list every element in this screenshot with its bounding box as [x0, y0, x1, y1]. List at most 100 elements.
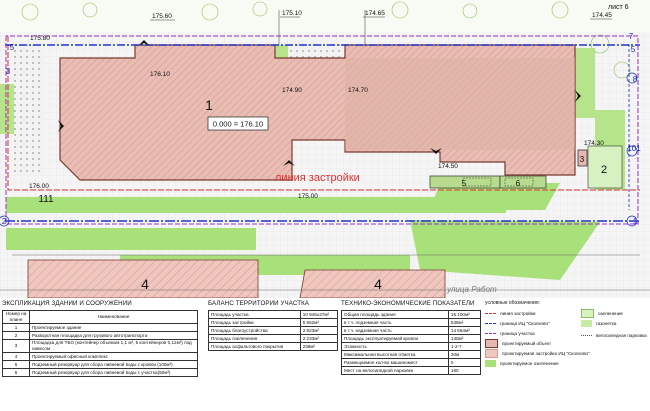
table-cell: Площадь застройки [208, 318, 301, 327]
table-cell: Площадка для ТБО (контейнер объемом 1,1 … [29, 339, 198, 353]
table-cell: 0 [447, 358, 481, 367]
table-cell: Этажность [341, 342, 449, 351]
building-number: 5 [462, 179, 467, 188]
green-belt [6, 197, 506, 213]
legend-panel: условные обозначения: линия застройки гр… [485, 300, 648, 411]
axis-label: 111 [38, 194, 54, 205]
legend-item: велосипедная парковка [581, 328, 647, 342]
table-header: Номер на плане [2, 310, 30, 324]
table-cell: в т.ч. надземная часть [341, 326, 449, 335]
site-boundary [5, 35, 639, 225]
table-cell: 30м [447, 350, 481, 359]
elevation-label: 175.00 [298, 193, 318, 200]
building-number: 2 [601, 164, 607, 176]
axis-label: 7 [629, 32, 634, 41]
legend-label: граница ИЦ "Сколково" [500, 320, 550, 326]
office-complex-4-right [299, 269, 446, 298]
building-line [7, 36, 640, 191]
table-cell: Площадь участка [208, 310, 301, 319]
table-cell: 536м² [447, 318, 481, 327]
table-header: Наименование [29, 310, 198, 324]
legend-label: газонетка [596, 320, 617, 326]
table-cell: Площадь озеленения [208, 334, 301, 343]
table-cell: Площадь эксплуатируемой кровли [341, 334, 449, 343]
table-cell: 160 [447, 366, 481, 375]
table-cell: Разворотная площадка для грузового автот… [29, 331, 198, 340]
legend-item: линия застройки [485, 308, 581, 318]
legend-item: проектируемый объект [485, 338, 581, 348]
table-cell: 2 233м² [299, 334, 338, 343]
building-number: 4 [141, 276, 149, 292]
street-label: улица Работ [446, 285, 497, 294]
entrance-arrow-icon [575, 90, 581, 102]
table-cell: Подземный резервуар для сбора ливневой в… [29, 368, 198, 377]
legend-item: озеленение [581, 308, 647, 318]
elevation-label: 174.90 [282, 87, 302, 94]
explication-panel: ЭКСПЛИКАЦИЯ ЗДАНИЙ И СООРУЖЕНИЙ Номер на… [2, 300, 198, 411]
elevation-label: 174.70 [348, 87, 368, 94]
building-number: 3 [580, 155, 585, 164]
zero-mark: 0.000 = 176.10 [213, 120, 263, 129]
tep-panel: ТЕХНИКО-ЭКОНОМИЧЕСКИЕ ПОКАЗАТЕЛИ Общая п… [341, 300, 481, 411]
axis-label: 5 [10, 43, 15, 52]
site-boundary-swatch-icon [485, 332, 496, 334]
table-cell: 130м² [447, 334, 481, 343]
tep-title: ТЕХНИКО-ЭКОНОМИЧЕСКИЕ ПОКАЗАТЕЛИ [341, 300, 475, 307]
legend-label: проектируемая застройка ИЦ "Сколково" [502, 350, 590, 356]
legend-item: проектируемая застройка ИЦ "Сколково" [485, 348, 590, 358]
table-cell: 10 946±37м² [299, 310, 338, 319]
table-cell: Общая площадь здания [341, 310, 449, 319]
elevation-label: 174.30 [584, 140, 604, 147]
table-cell: Площадь асфальтового покрытия [208, 342, 301, 351]
building-line-swatch-icon [485, 312, 496, 314]
explication-title: ЭКСПЛИКАЦИЯ ЗДАНИЙ И СООРУЖЕНИЙ [2, 300, 132, 307]
axis-label: 3 [6, 67, 11, 76]
legend-label: проектируемое озеленение [500, 360, 559, 366]
building-number: 6 [516, 179, 521, 188]
table-cell: 1-2-7 [447, 342, 481, 351]
table-cell: Проектируемое здание [29, 323, 198, 332]
legend-label: проектируемый объект [502, 340, 552, 346]
elevation-label: 176.10 [150, 71, 170, 78]
table-cell: 5 [2, 360, 30, 369]
legend-label: озеленение [598, 310, 623, 316]
building-number: 4 [374, 276, 382, 292]
table-cell: Мест на велосипедной парковке [341, 366, 449, 375]
elevation-label: 174.45 [592, 12, 612, 19]
entrance-arrow-icon [430, 148, 442, 154]
legend-label: граница участка [500, 330, 535, 336]
planned-development-swatch-icon [485, 348, 498, 358]
skolkovo-boundary-swatch-icon [485, 322, 496, 324]
axis-label: 5 [631, 45, 636, 54]
building-line-label: линия застройки [275, 172, 360, 184]
elevation-label: 175.10 [282, 10, 302, 17]
legend-item: проектируемое озеленение [485, 358, 581, 368]
grass-grid-swatch-icon [581, 319, 592, 327]
greenery-swatch-icon [581, 308, 594, 318]
elevation-label: 175.80 [30, 35, 50, 42]
axis-label: 8 [633, 75, 638, 84]
legend-label: линия застройки [500, 310, 536, 316]
planned-greenery-swatch-icon [485, 359, 496, 367]
legend-title: условные обозначения: [485, 300, 541, 306]
elevation-label: 174.65 [365, 10, 385, 17]
sheet-label: лист 6 [608, 4, 629, 11]
table-cell: 4 [2, 352, 30, 361]
top-trees [21, 1, 631, 79]
axis-label: 1 [633, 217, 638, 226]
legend-item: газонетка [581, 318, 647, 328]
table-cell: Размещаемое кол-во машиномест [341, 358, 449, 367]
elevation-label: 176.00 [29, 183, 49, 190]
